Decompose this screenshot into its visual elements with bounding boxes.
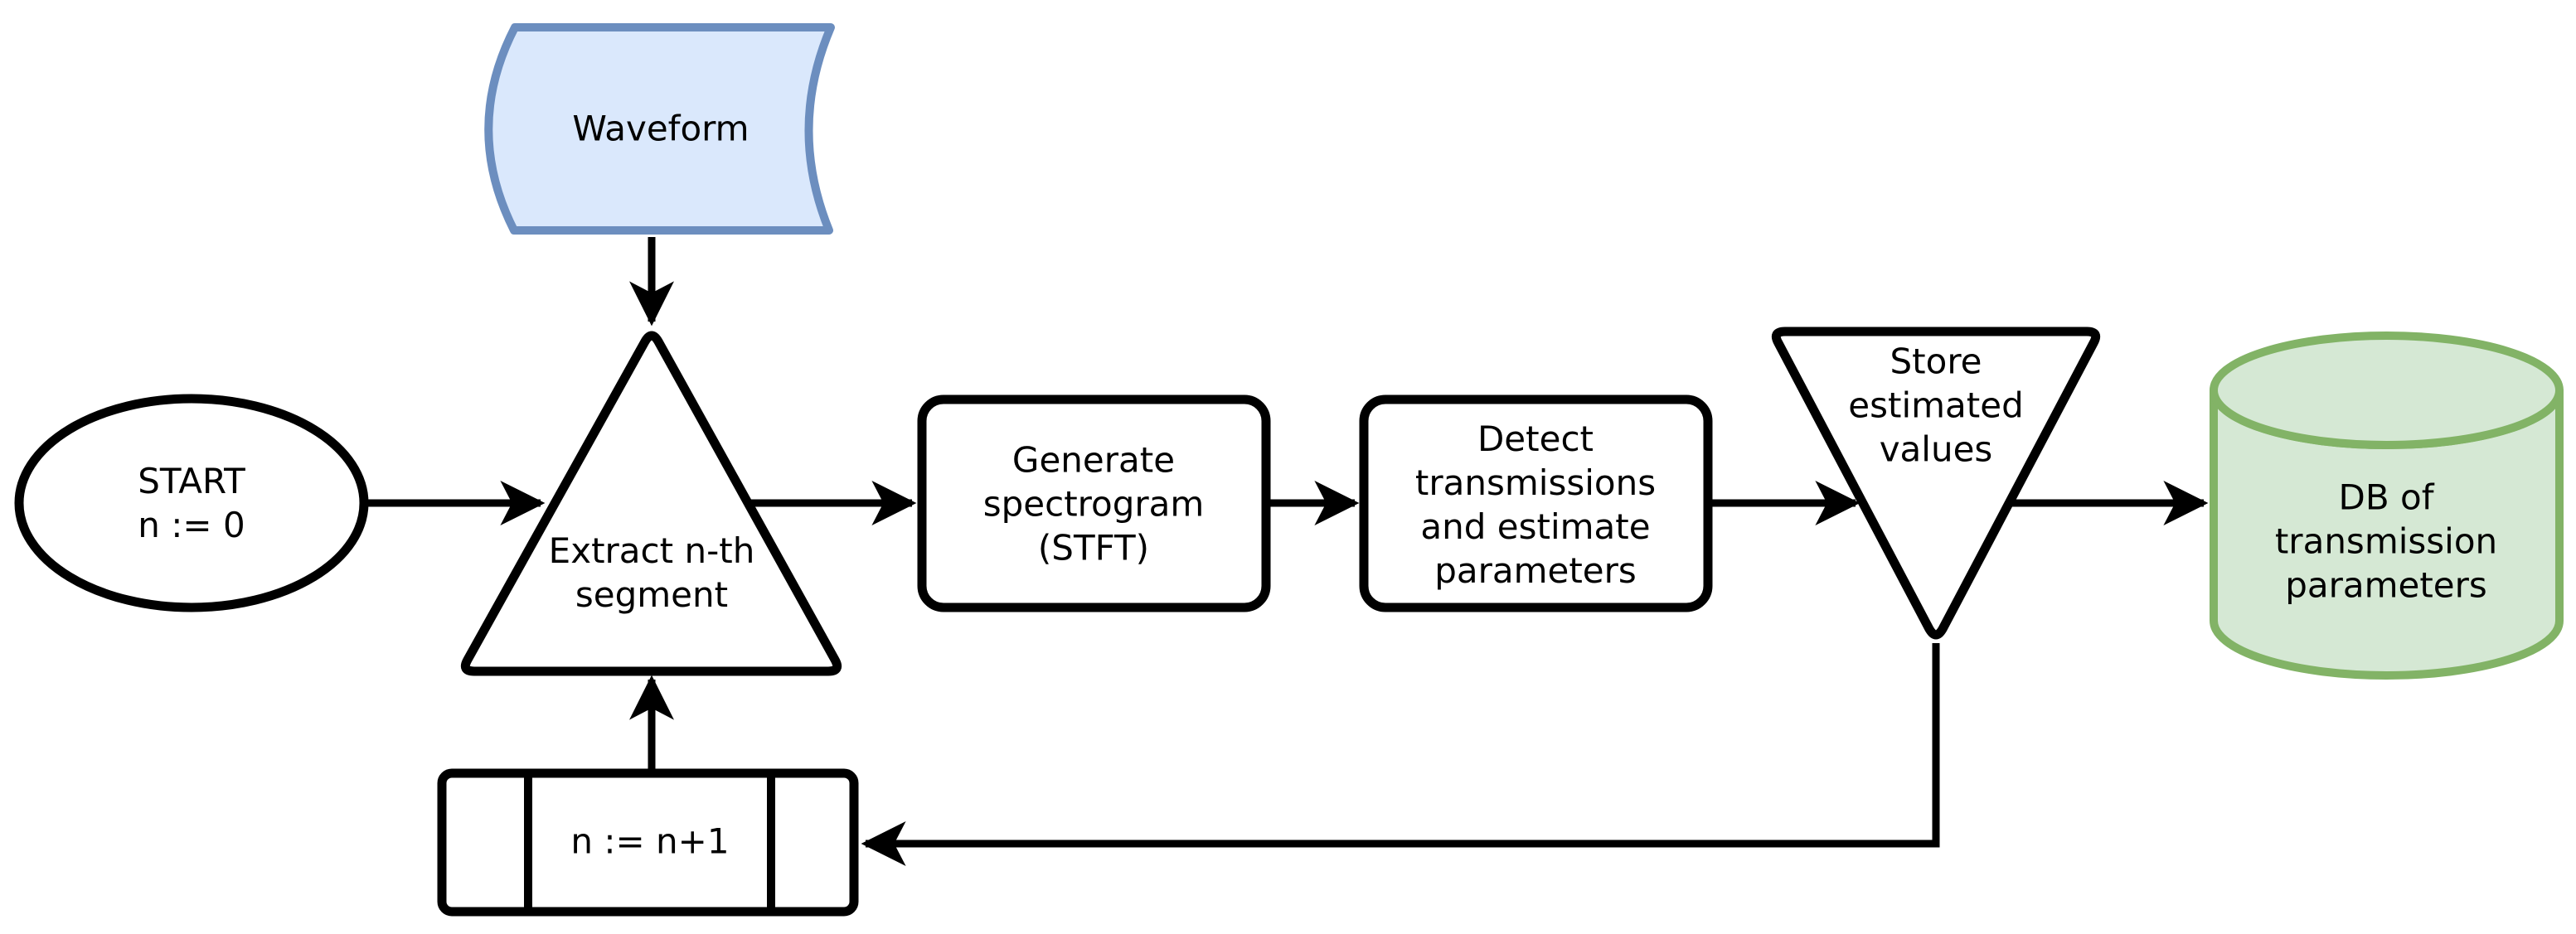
store-values-shape — [1771, 327, 2101, 640]
increment-shape — [437, 768, 859, 917]
db-cylinder-top — [2210, 331, 2564, 449]
edges-group — [368, 237, 2209, 866]
nodes-group — [14, 23, 2564, 917]
detect-transmissions-shape — [1359, 394, 1713, 612]
waveform-shape — [484, 23, 835, 235]
start-shape — [14, 394, 369, 612]
generate-spectrogram-shape — [917, 394, 1271, 612]
edge-store-to-increment — [861, 643, 1940, 866]
extract-segment-shape — [460, 331, 842, 676]
